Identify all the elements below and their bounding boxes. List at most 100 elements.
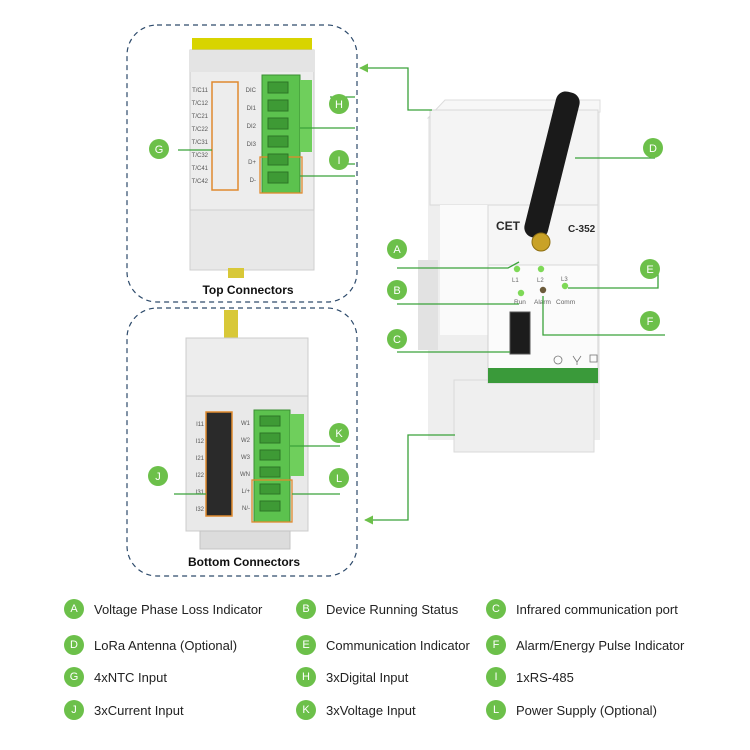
svg-text:G: G (155, 144, 164, 156)
svg-text:L: L (336, 473, 342, 485)
bottom-device-view (185, 310, 309, 550)
legend-label: 1xRS-485 (516, 669, 574, 685)
bottom-terminal-slot-1 (259, 432, 281, 444)
legend-label: LoRa Antenna (Optional) (94, 637, 238, 653)
bottom-terminal-slot-0 (259, 415, 281, 427)
callout-badge-f: F (640, 311, 660, 331)
svg-text:K: K (335, 428, 343, 440)
top-left-label-5: T/C32 (192, 153, 209, 159)
top-left-label-7: T/C42 (192, 179, 209, 185)
antenna-connector (531, 232, 551, 252)
top-right-label-3: DI3 (247, 142, 257, 148)
bottom-right-label-5: N/- (242, 506, 250, 512)
svg-text:C: C (393, 334, 401, 346)
legend-label: 3xDigital Input (326, 669, 409, 685)
callout-badge-c: C (387, 329, 407, 349)
network-icon (572, 355, 582, 365)
callout-badge-d: D (643, 138, 663, 158)
port-icon (589, 354, 598, 363)
bottom-terminal-slot-3 (259, 466, 281, 478)
main-device: CET C-352 L1 L2 L3 Run Alarm Comm (418, 91, 601, 453)
legend-label: Communication Indicator (326, 637, 470, 653)
top-device-view (189, 38, 315, 278)
top-right-label-5: D- (250, 178, 256, 184)
bottom-left-label-5: I32 (196, 507, 205, 513)
svg-text:F: F (647, 316, 654, 328)
callout-badge-k: K (329, 423, 349, 443)
top-connectors-panel (126, 24, 358, 303)
bottom-terminal-slot-4 (259, 483, 281, 495)
legend-label: 4xNTC Input (94, 669, 167, 685)
legend-label: Alarm/Energy Pulse Indicator (516, 637, 685, 653)
callout-badge-g: G (149, 139, 169, 159)
bottom-connectors-panel (126, 307, 358, 577)
bottom-left-label-2: I21 (196, 456, 205, 462)
legend-label: 3xVoltage Input (326, 702, 416, 718)
led-label-l2: L2 (537, 278, 544, 284)
legend-label: Device Running Status (326, 601, 459, 617)
bottom-left-label-1: I12 (196, 439, 205, 445)
info-icon (553, 355, 563, 365)
top-left-label-6: T/C41 (192, 166, 209, 172)
callout-badge-e: E (640, 259, 660, 279)
current-input-block (205, 411, 233, 517)
bottom-left-label-3: I22 (196, 473, 205, 479)
status-label-comm: Comm (556, 299, 575, 306)
top-left-label-0: T/C11 (192, 88, 209, 94)
led-label-l1: L1 (512, 278, 519, 284)
svg-text:A: A (393, 244, 401, 256)
svg-text:H: H (335, 99, 343, 111)
callout-badge-l: L (329, 468, 349, 488)
bottom-left-label-0: I11 (196, 422, 205, 428)
top-right-label-2: DI2 (247, 124, 257, 130)
top-terminal-slot-2 (267, 117, 289, 130)
svg-text:D: D (649, 143, 657, 155)
lora-antenna (524, 91, 580, 239)
top-terminal-slot-1 (267, 99, 289, 112)
bottom-connectors-caption: Bottom Connectors (188, 555, 300, 569)
bottom-right-label-4: L/+ (241, 489, 250, 495)
callout-badge-i: I (329, 150, 349, 170)
bottom-right-label-0: W1 (241, 421, 251, 427)
callout-badge-h: H (329, 94, 349, 114)
top-left-label-1: T/C12 (192, 101, 209, 107)
top-terminal-slot-4 (267, 153, 289, 166)
bottom-terminal-slot-5 (259, 500, 281, 512)
status-label-run: Run (514, 299, 526, 306)
top-terminal-slot-0 (267, 81, 289, 94)
led-alarm (539, 286, 547, 294)
led-l1 (513, 265, 521, 273)
callout-badge-b: B (387, 280, 407, 300)
top-left-label-4: T/C31 (192, 140, 209, 146)
callout-badge-j: J (148, 466, 168, 486)
top-right-label-1: DI1 (247, 106, 257, 112)
legend-label: Voltage Phase Loss Indicator (94, 601, 263, 617)
infrared-port (509, 311, 531, 355)
top-terminal-slot-3 (267, 135, 289, 148)
svg-text:E: E (646, 264, 653, 276)
legend-label: Power Supply (Optional) (516, 702, 657, 718)
svg-text:J: J (155, 471, 161, 483)
svg-text:I: I (337, 155, 340, 167)
led-label-l3: L3 (561, 277, 568, 283)
top-right-label-0: DIC (246, 88, 257, 94)
callout-badge-a: A (387, 239, 407, 259)
top-connectors-caption: Top Connectors (202, 283, 293, 297)
model-label: C-352 (568, 224, 596, 235)
svg-text:B: B (393, 285, 400, 297)
brand-label: CET (496, 219, 521, 233)
led-run (517, 289, 525, 297)
bottom-right-label-3: WN (240, 472, 250, 478)
